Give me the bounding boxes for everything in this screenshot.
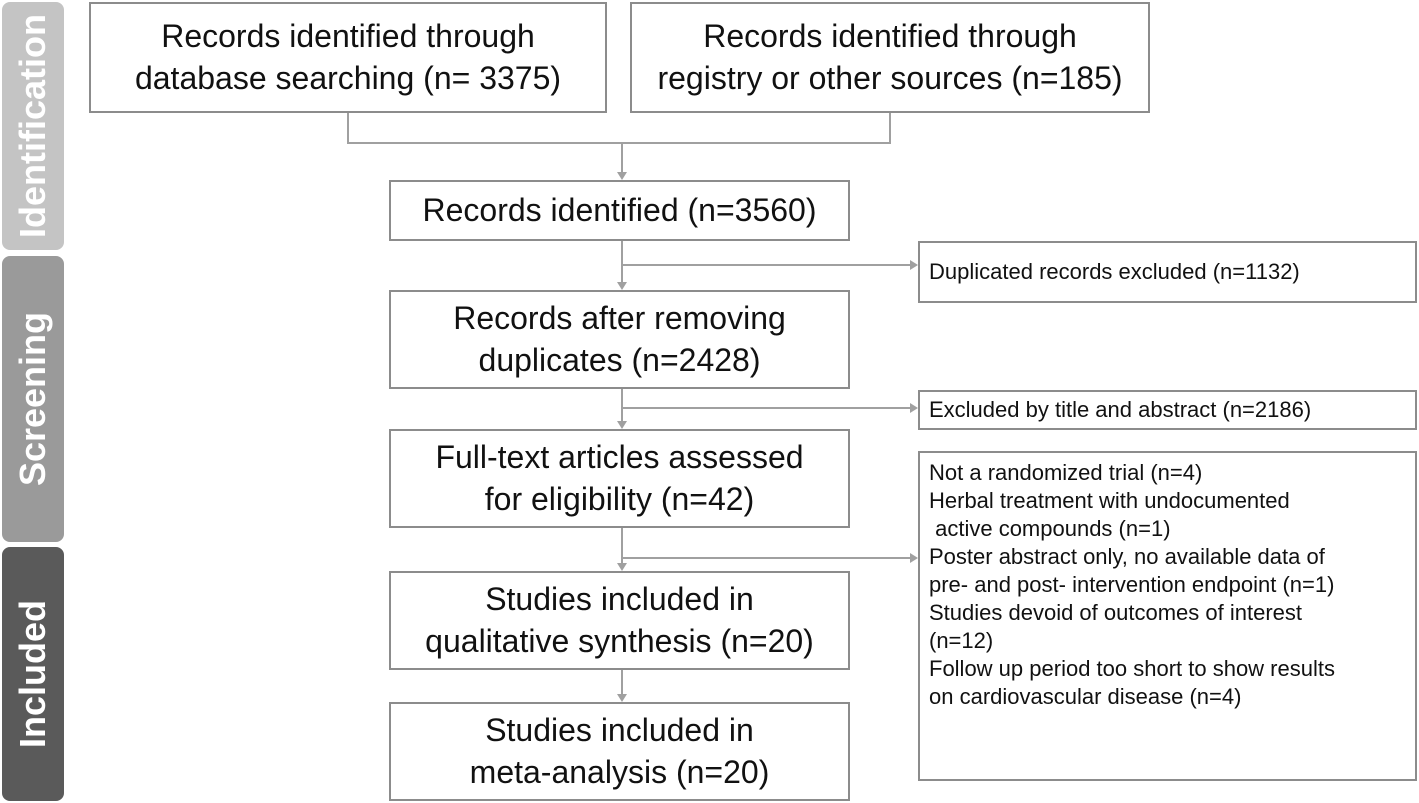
arrowhead-qualitative — [617, 563, 627, 571]
arrowhead-title-abstract-excluded — [910, 403, 918, 413]
database-search-box: Records identified through database sear… — [89, 2, 607, 113]
reason-line: Follow up period too short to show resul… — [929, 655, 1335, 681]
registry-sources-box: Records identified through registry or o… — [630, 2, 1150, 113]
reason-line: Studies devoid of outcomes of interest — [929, 599, 1302, 625]
reason-line: active compounds (n=1) — [929, 515, 1171, 541]
merge-connector — [347, 113, 891, 144]
reason-line: (n=12) — [929, 627, 994, 653]
arrowhead-records-identified — [617, 172, 627, 180]
arrowhead-full-text-reasons — [910, 553, 918, 563]
records-identified-line-1: Records identified (n=3560) — [422, 191, 817, 228]
reason-line: Not a randomized trial (n=4) — [929, 460, 1203, 485]
phase-included: Included — [2, 547, 64, 801]
qualitative-line-1: Studies included in — [485, 580, 754, 617]
reason-line: Poster abstract only, no available data … — [929, 543, 1325, 569]
registry-sources-line-2: registry or other sources (n=185) — [657, 59, 1123, 96]
reason-line: Herbal treatment with undocumented — [929, 487, 1290, 513]
meta-analysis-line-1: Studies included in — [485, 711, 754, 748]
duplicates-excluded-box: Duplicated records excluded (n=1132) — [918, 241, 1417, 303]
database-search-line-1: Records identified through — [161, 17, 535, 54]
full-text-reasons-box: Not a randomized trial (n=4) Herbal trea… — [918, 451, 1417, 781]
full-text-line-2: for eligibility (n=42) — [484, 480, 755, 517]
reason-line: on cardiovascular disease (n=4) — [929, 683, 1242, 709]
qualitative-synthesis-box: Studies included in qualitative synthesi… — [389, 571, 850, 670]
phase-identification: Identification — [2, 2, 64, 250]
meta-analysis-box: Studies included in meta-analysis (n=20) — [389, 702, 850, 801]
qualitative-line-2: qualitative synthesis (n=20) — [425, 622, 814, 659]
full-text-line-1: Full-text articles assessed — [435, 438, 804, 475]
duplicates-excluded-text: Duplicated records excluded (n=1132) — [929, 259, 1300, 285]
meta-analysis-line-2: meta-analysis (n=20) — [469, 753, 770, 790]
title-abstract-excluded-box: Excluded by title and abstract (n=2186) — [918, 390, 1417, 430]
after-duplicates-line-2: duplicates (n=2428) — [478, 341, 761, 378]
database-search-line-2: database searching (n= 3375) — [134, 59, 562, 96]
records-identified-box: Records identified (n=3560) — [389, 180, 850, 241]
after-duplicates-box: Records after removing duplicates (n=242… — [389, 290, 850, 389]
arrowhead-after-duplicates — [617, 282, 627, 290]
arrowhead-full-text — [617, 421, 627, 429]
after-duplicates-line-1: Records after removing — [453, 299, 786, 336]
arrowhead-meta-analysis — [617, 694, 627, 702]
phase-screening: Screening — [2, 256, 64, 542]
registry-sources-line-1: Records identified through — [703, 17, 1077, 54]
full-text-box: Full-text articles assessed for eligibil… — [389, 429, 850, 528]
reason-line: pre- and post- intervention endpoint (n=… — [929, 571, 1335, 597]
title-abstract-excluded-text: Excluded by title and abstract (n=2186) — [929, 397, 1312, 423]
arrowhead-duplicates-excluded — [910, 260, 918, 270]
